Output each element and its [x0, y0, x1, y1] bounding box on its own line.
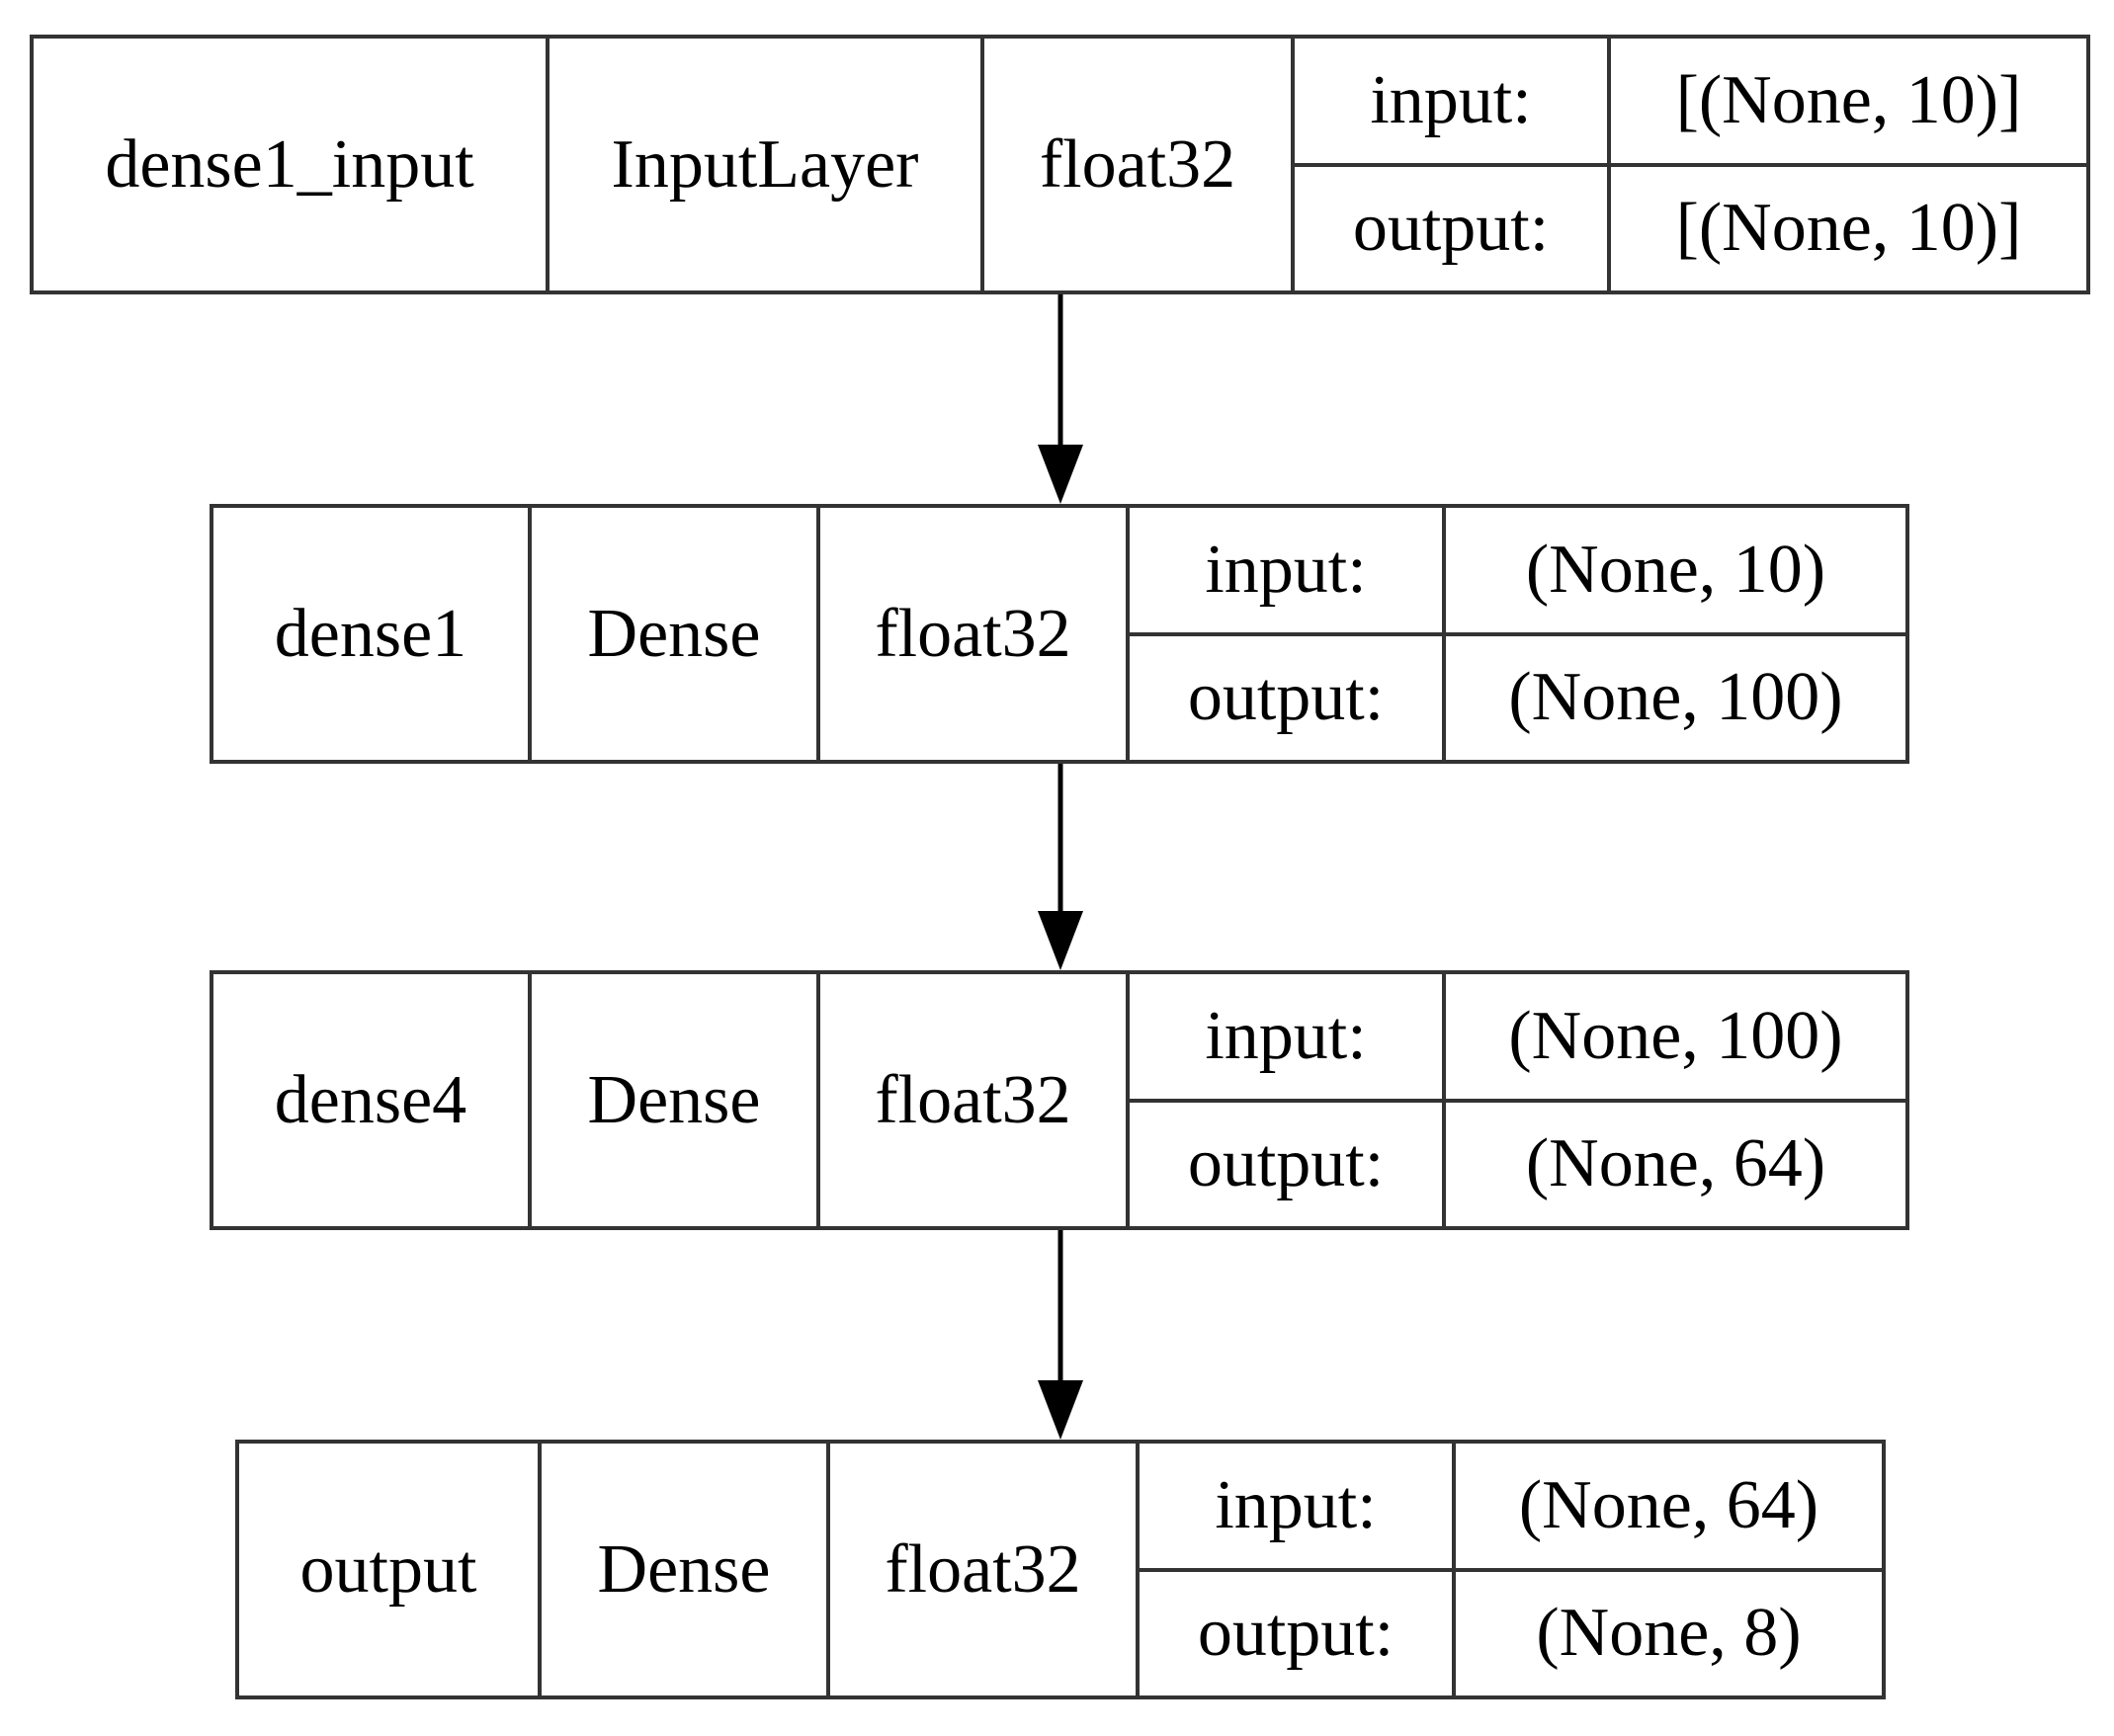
input-label: input: — [1295, 39, 1611, 163]
layer-name: dense1_input — [34, 39, 550, 290]
output-shape: [(None, 10)] — [1675, 190, 2022, 267]
layer-shapes: input: (None, 10) output: (None, 100) — [1130, 508, 1905, 760]
layer-dtype: float32 — [984, 39, 1295, 290]
output-shape-row: output: (None, 100) — [1130, 631, 1905, 760]
edge-arrow — [1038, 764, 1083, 970]
edge-arrow — [1038, 294, 1083, 504]
input-shape-row: input: (None, 100) — [1130, 974, 1905, 1099]
input-shape-row: input: (None, 10) — [1130, 508, 1905, 632]
layer-name: dense1 — [213, 508, 532, 760]
output-label: output: — [1295, 166, 1611, 290]
output-label: output: — [1130, 635, 1446, 760]
layer-node-output: output Dense float32 input: (None, 64) o… — [235, 1440, 1886, 1699]
layer-dtype: float32 — [820, 508, 1130, 760]
layer-dtype: float32 — [830, 1444, 1140, 1695]
layer-type: InputLayer — [550, 39, 984, 290]
input-shape: (None, 10) — [1525, 531, 1826, 608]
output-label: output: — [1130, 1102, 1446, 1226]
input-shape: [(None, 10)] — [1675, 61, 2022, 138]
output-shape: (None, 100) — [1508, 659, 1843, 736]
layer-name: dense4 — [213, 974, 532, 1226]
layer-dtype: float32 — [820, 974, 1130, 1226]
layer-name: output — [239, 1444, 542, 1695]
layer-node-dense1: dense1 Dense float32 input: (None, 10) o… — [210, 504, 1909, 764]
output-shape-row: output: (None, 64) — [1130, 1098, 1905, 1226]
output-shape: (None, 64) — [1525, 1125, 1826, 1202]
layer-type: Dense — [542, 1444, 830, 1695]
layer-shapes: input: (None, 100) output: (None, 64) — [1130, 974, 1905, 1226]
layer-type: Dense — [532, 508, 820, 760]
layer-node-dense1-input: dense1_input InputLayer float32 input: [… — [30, 35, 2090, 294]
input-shape: (None, 64) — [1518, 1466, 1819, 1543]
input-label: input: — [1140, 1444, 1456, 1568]
layer-node-dense4: dense4 Dense float32 input: (None, 100) … — [210, 970, 1909, 1230]
input-shape: (None, 100) — [1508, 997, 1843, 1074]
output-shape: (None, 8) — [1536, 1595, 1802, 1672]
edge-arrow — [1038, 1230, 1083, 1440]
layer-type: Dense — [532, 974, 820, 1226]
input-shape-row: input: (None, 64) — [1140, 1444, 1882, 1568]
output-label: output: — [1140, 1571, 1456, 1695]
input-label: input: — [1130, 974, 1446, 1099]
layer-shapes: input: (None, 64) output: (None, 8) — [1140, 1444, 1882, 1695]
input-shape-row: input: [(None, 10)] — [1295, 39, 2086, 163]
output-shape-row: output: (None, 8) — [1140, 1567, 1882, 1695]
input-label: input: — [1130, 508, 1446, 632]
layer-shapes: input: [(None, 10)] output: [(None, 10)] — [1295, 39, 2086, 290]
output-shape-row: output: [(None, 10)] — [1295, 162, 2086, 290]
